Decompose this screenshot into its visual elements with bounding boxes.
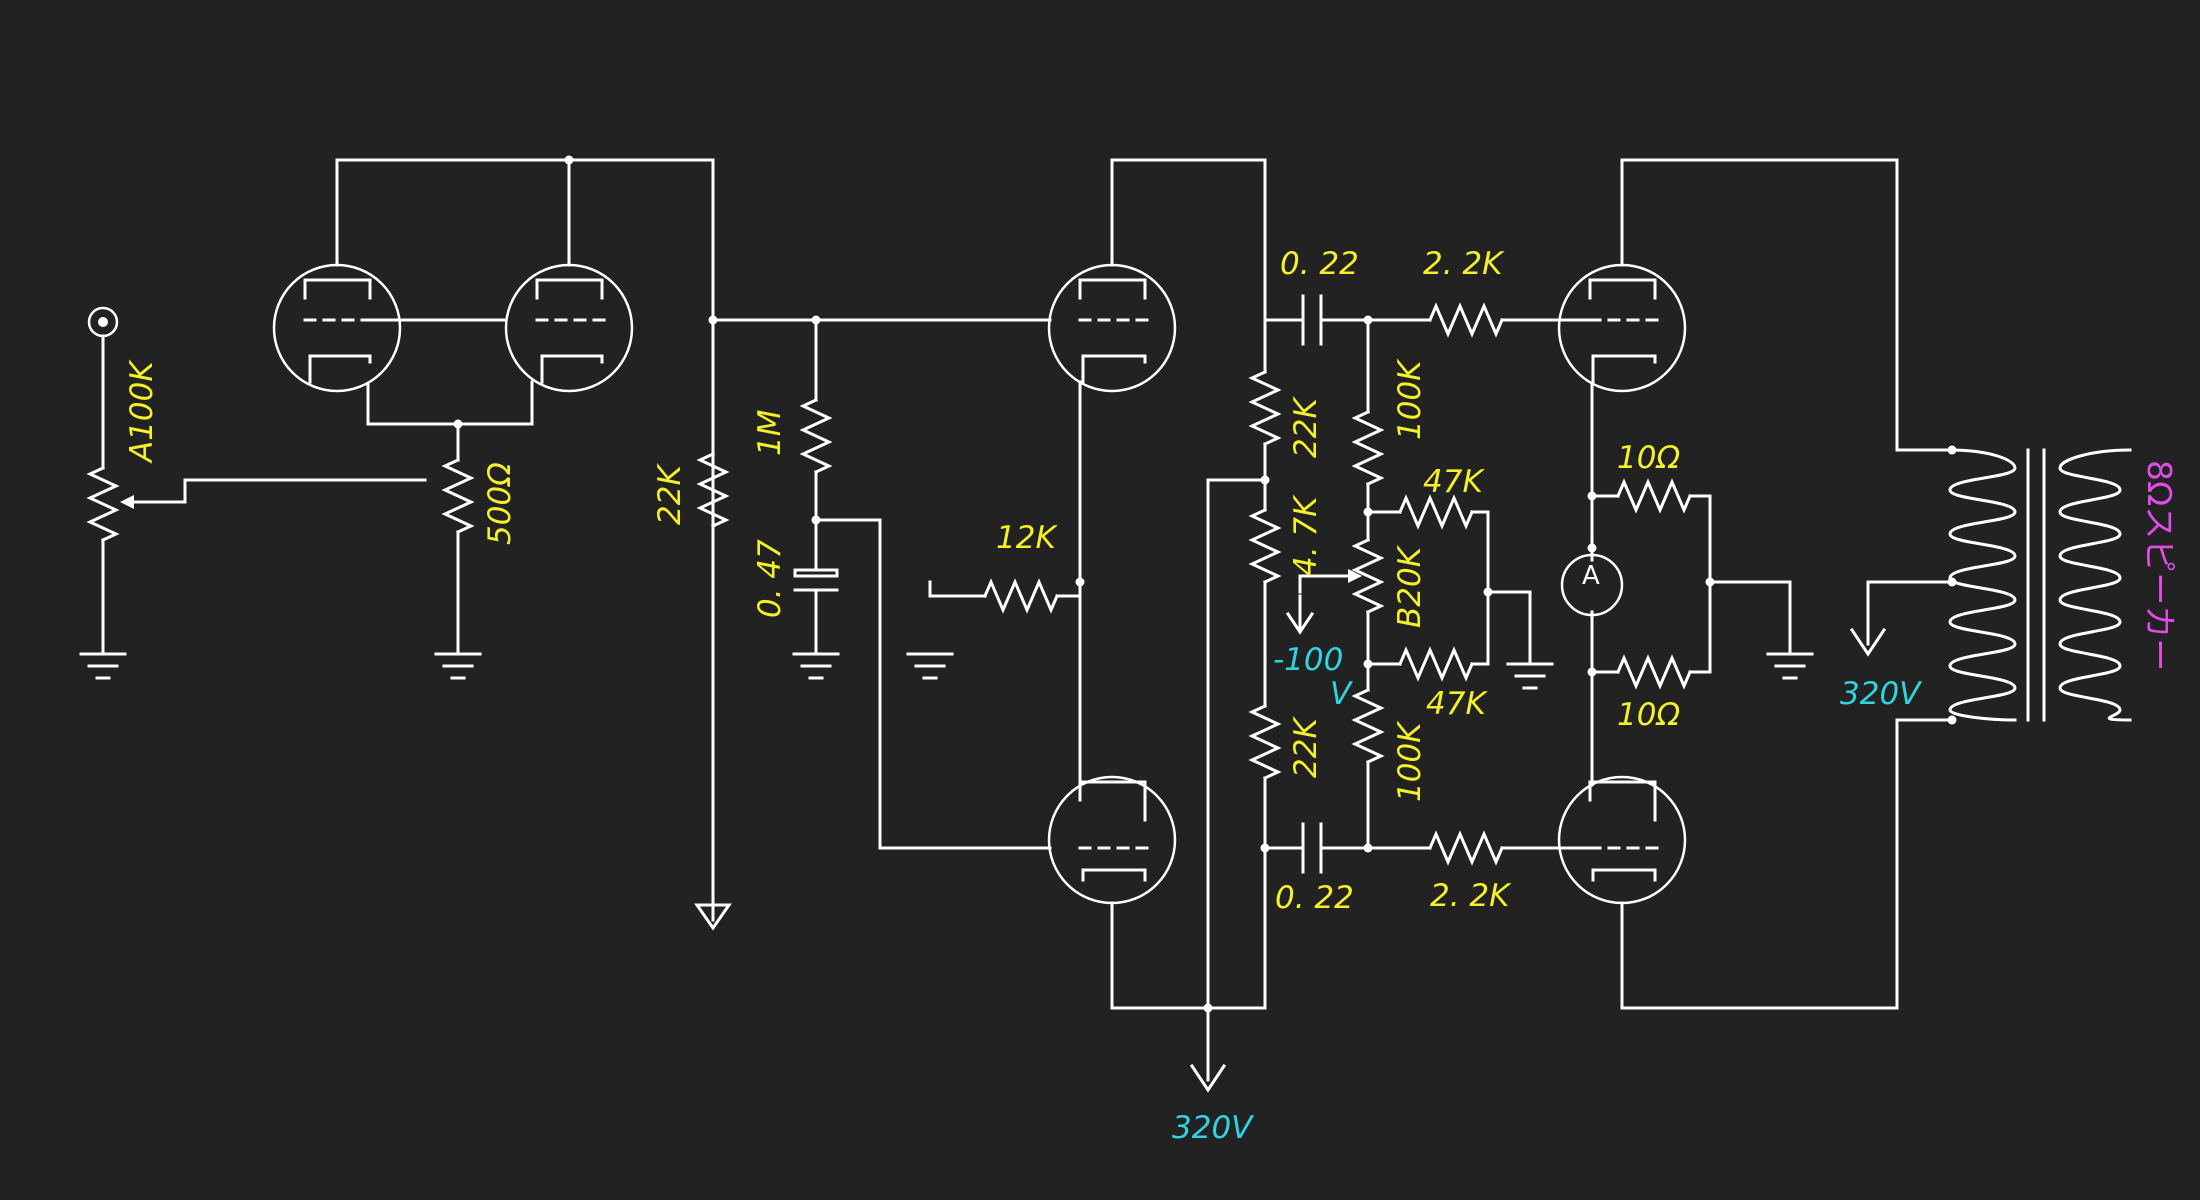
- vacuum-tube: [1557, 263, 1687, 393]
- ground-symbol: [906, 652, 954, 680]
- bias-resistor-top-label: 100K: [1392, 358, 1428, 440]
- speaker-label: 8Ωスピーカー: [2140, 460, 2179, 671]
- cathode-resistor-label: 500Ω: [482, 462, 518, 545]
- inverter-resistor-mid-label: 4. 7K: [1288, 494, 1324, 576]
- cap-047-label: 0. 47: [752, 539, 788, 618]
- vacuum-tube: [1557, 775, 1687, 905]
- bias-network: [1285, 315, 1532, 853]
- input-stage-wiring: [335, 155, 732, 931]
- bias-resistor-47k-top-label: 47K: [1423, 464, 1485, 500]
- ground-symbol: [434, 652, 482, 680]
- cap-022-bottom-label: 0. 22: [1275, 880, 1354, 916]
- volume-pot-label: A100K: [124, 359, 160, 464]
- volume-potentiometer: [86, 334, 427, 656]
- coupling-capacitor: [1298, 294, 1432, 346]
- negative-bias-value: -100: [1273, 642, 1343, 678]
- bias-resistor-47k-bottom-label: 47K: [1426, 686, 1488, 722]
- inverter-resistor-bot-label: 22K: [1288, 716, 1324, 778]
- ammeter-label: A: [1582, 561, 1600, 591]
- negative-bias-unit: V: [1330, 676, 1354, 712]
- grid-resistor-bottom-label: 2. 2K: [1430, 878, 1512, 914]
- grid-resistor-12k-label: 12K: [996, 520, 1058, 556]
- inverter-plate-wiring: [1078, 158, 1302, 1093]
- grid-resistor-top-label: 2. 2K: [1423, 246, 1505, 282]
- balance-resistor-top-label: 10Ω: [1617, 440, 1680, 476]
- vacuum-tube: [1047, 263, 1177, 393]
- ground-symbol: [792, 652, 840, 680]
- cap-022-top-label: 0. 22: [1280, 246, 1359, 282]
- ground-symbol: [79, 652, 127, 680]
- output-stage-wiring: [1587, 158, 1952, 1010]
- supply-voltage-right: 320V: [1840, 676, 1923, 712]
- ammeter: [1560, 553, 1624, 617]
- grid-resistor-2.2k: [1428, 302, 1592, 338]
- inverter-resistor-top-label: 22K: [1288, 396, 1324, 458]
- bias-resistor-bottom-label: 100K: [1392, 720, 1428, 802]
- supply-voltage-bottom: 320V: [1172, 1110, 1255, 1146]
- grid-resistor-2.2k: [1428, 830, 1592, 866]
- grid-resistor-1m-label: 1M: [752, 410, 788, 456]
- ground-symbol: [1506, 662, 1554, 690]
- balance-resistor-bottom-label: 10Ω: [1617, 697, 1680, 733]
- vacuum-tube: [272, 263, 402, 393]
- coupling-capacitor: [1298, 822, 1432, 874]
- vacuum-tube: [504, 263, 634, 393]
- plate-resistor-label: 22K: [652, 463, 688, 525]
- bias-pot-label: B20K: [1392, 544, 1428, 628]
- output-transformer: [1849, 445, 2132, 725]
- vacuum-tube: [1047, 775, 1177, 905]
- ground-symbol: [1766, 652, 1814, 680]
- input-jack: [87, 306, 119, 338]
